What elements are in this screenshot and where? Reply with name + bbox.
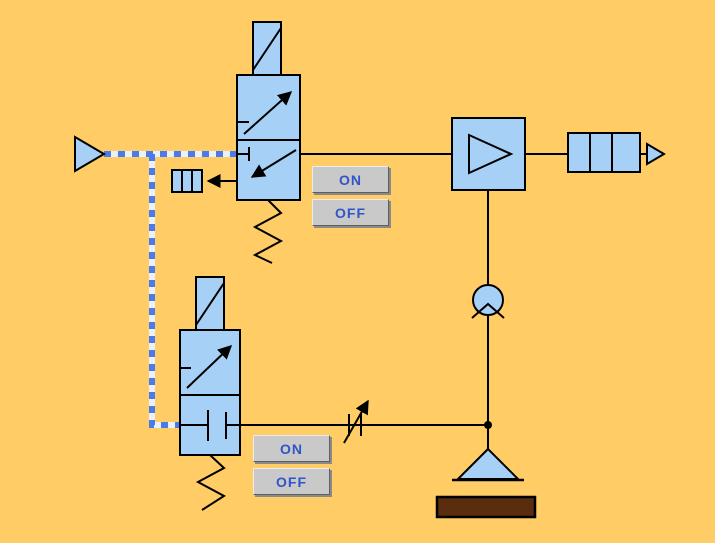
valve-bottom-body [179, 329, 241, 456]
solenoid-valve-bottom-icon [179, 276, 241, 511]
exhaust-silencer-small-icon [171, 169, 203, 193]
air-supply-triangle [74, 135, 106, 173]
atmosphere-outlet-triangle [646, 142, 666, 166]
pilot-line-dashes [104, 151, 237, 428]
valve-top-off-button[interactable]: OFF [312, 199, 389, 226]
flow-control-adjust-arrow [343, 399, 369, 444]
solenoid-valve-top-icon [171, 21, 301, 264]
flow-control-valve-icon [343, 399, 369, 444]
valve-bottom-off-button[interactable]: OFF [253, 468, 330, 495]
valve-top-body [236, 74, 301, 201]
suction-cup-icon [452, 447, 524, 482]
valve-bottom-spring [195, 454, 226, 511]
ejector-nozzle-triangle [468, 133, 514, 175]
valve-bottom-on-button[interactable]: ON [253, 435, 330, 462]
silencer-body [567, 132, 641, 173]
tubing-lines [240, 153, 647, 449]
exhaust-silencer-small-lines [181, 170, 193, 192]
check-valve-icon [471, 284, 505, 319]
suction-cup-funnel [455, 447, 521, 480]
valve-bottom-block-right [225, 412, 240, 439]
air-supply-icon [74, 135, 106, 173]
pilot-pressure-line [104, 151, 237, 428]
junction-dot [484, 421, 492, 429]
valve-bottom-block-left [180, 410, 209, 441]
valve-top-on-button[interactable]: ON [312, 166, 389, 193]
silencer-right-icon [567, 132, 666, 173]
valve-top-exhaust-arrow [250, 149, 297, 178]
silencer-internal-lines [589, 133, 613, 172]
check-valve-ball [472, 284, 504, 316]
check-valve-seat [471, 302, 505, 319]
vacuum-ejector-icon [451, 117, 526, 191]
solenoid-diagonal-bottom [195, 282, 225, 326]
valve-bottom-flow-arrow [186, 345, 233, 389]
workpiece [435, 495, 537, 519]
valve-top-flow-arrow [243, 91, 293, 135]
valve-top-spring [252, 199, 284, 264]
solenoid-diagonal-top [252, 27, 282, 71]
